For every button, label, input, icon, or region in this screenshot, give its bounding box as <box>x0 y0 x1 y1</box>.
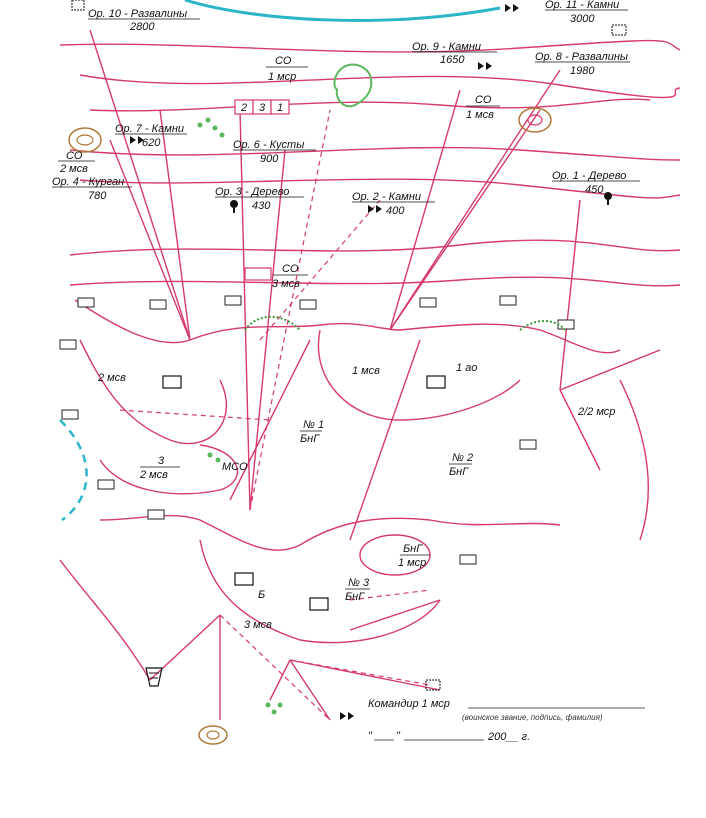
orientir-7-dist: 620 <box>142 137 161 149</box>
orientir-2-name: Ор. 2 - Камни <box>352 191 421 203</box>
orientir-8-dist: 1980 <box>570 65 595 77</box>
commander-label: Командир 1 мср <box>368 698 450 710</box>
bng2-label: БнГ <box>449 466 469 478</box>
co-right-unit: 1 мсв <box>466 109 494 121</box>
co-mid-label: СО <box>282 263 299 275</box>
msv2-label: 2 мсв <box>97 372 126 384</box>
landmark-symbols <box>71 0 627 720</box>
orientir-9-dist: 1650 <box>440 54 465 66</box>
orientir-1-name: Ор. 1 - Дерево <box>552 170 626 182</box>
unit-labels: СО 1 мср СО 1 мсв СО 2 мсв СО 3 мсв 2 мс… <box>58 55 615 631</box>
vegetation-marks <box>197 63 566 715</box>
water-line <box>184 0 501 22</box>
defense-areas <box>59 329 649 681</box>
co-mid-unit: 3 мсв <box>272 278 300 290</box>
orientir-7-name: Ор. 7 - Камни <box>115 123 184 135</box>
bng3-label: БнГ <box>345 591 365 603</box>
bng1-label: БнГ <box>300 433 320 445</box>
water-edge-left <box>59 419 88 522</box>
mso-label: МСО <box>222 461 248 473</box>
orientir-underlines <box>52 9 640 203</box>
co-left-unit: 2 мсв <box>59 163 88 175</box>
box-number-2: 3 <box>259 102 266 114</box>
stones-icon <box>368 205 382 213</box>
numbered-boxes: 2 3 1 <box>234 99 290 281</box>
orientir-8-name: Ор. 8 - Развалины <box>535 51 628 63</box>
msr22-label: 2/2 мср <box>577 406 615 418</box>
year-label: 200__ г. <box>487 731 530 743</box>
stones-icon <box>340 712 354 720</box>
orientir-4-name: Ор. 4 - Курган <box>52 176 124 188</box>
orientir-10-dist: 2800 <box>129 21 155 33</box>
msv3-label: 3 мсв <box>244 619 272 631</box>
signature-hint: (воинское звание, подпись, фамилия) <box>462 713 603 722</box>
co-top-label: СО <box>275 55 292 67</box>
bng3-number: № 3 <box>348 577 370 589</box>
barrel-icon <box>145 667 163 687</box>
vehicle-markers <box>59 295 575 565</box>
bng2-number: № 2 <box>452 452 473 464</box>
orientir-3-dist: 430 <box>252 200 271 212</box>
box-number-3: 1 <box>277 102 283 114</box>
date-quote-open: " <box>368 730 373 742</box>
signature-block: Командир 1 мср (воинское звание, подпись… <box>368 698 645 743</box>
orientir-9-name: Ор. 9 - Камни <box>412 41 481 53</box>
orientir-3-name: Ор. 3 - Дерево <box>215 186 289 198</box>
co-top-unit: 1 мср <box>268 71 296 83</box>
co-left-label: СО <box>66 150 83 162</box>
msv3-small-number: 3 <box>158 455 165 467</box>
msv1-label: 1 мсв <box>352 365 380 377</box>
orientir-6-name: Ор. 6 - Кусты <box>233 139 304 151</box>
ruins-icon <box>425 679 441 691</box>
stones-icon <box>130 136 144 144</box>
front-line <box>74 299 621 551</box>
bng1-number: № 1 <box>303 419 324 431</box>
orientir-11-name: Ор. 11 - Камни <box>545 0 619 11</box>
bng-circle-label: БнГ <box>403 543 423 555</box>
stones-icon <box>505 4 519 12</box>
dashed-arrows <box>119 109 431 721</box>
date-quote-close: " <box>396 730 401 742</box>
orientir-1-dist: 450 <box>585 184 604 196</box>
tree-icon <box>604 192 612 205</box>
b-mark: Б <box>258 589 265 601</box>
orientir-labels: Ор. 10 - Развалины 2800 Ор. 11 - Камни 3… <box>52 0 628 217</box>
tree-icon <box>230 200 238 213</box>
command-posts <box>162 375 446 611</box>
box-number-1: 2 <box>240 102 247 114</box>
bng-circle-unit: 1 мср <box>398 557 426 569</box>
orientir-10-name: Ор. 10 - Развалины <box>88 8 187 20</box>
orientir-2-dist: 400 <box>386 205 405 217</box>
ruins-icon <box>611 24 627 36</box>
msv3-small-label: 2 мсв <box>139 469 168 481</box>
orientir-6-dist: 900 <box>260 153 279 165</box>
phase-lines <box>59 39 681 287</box>
ruins-icon <box>71 0 85 11</box>
co-right-label: СО <box>475 94 492 106</box>
orientir-11-dist: 3000 <box>570 13 595 25</box>
stones-icon <box>478 62 492 70</box>
fire-arrows <box>89 29 661 721</box>
ao1-label: 1 ао <box>456 362 477 374</box>
orientir-4-dist: 780 <box>88 190 107 202</box>
